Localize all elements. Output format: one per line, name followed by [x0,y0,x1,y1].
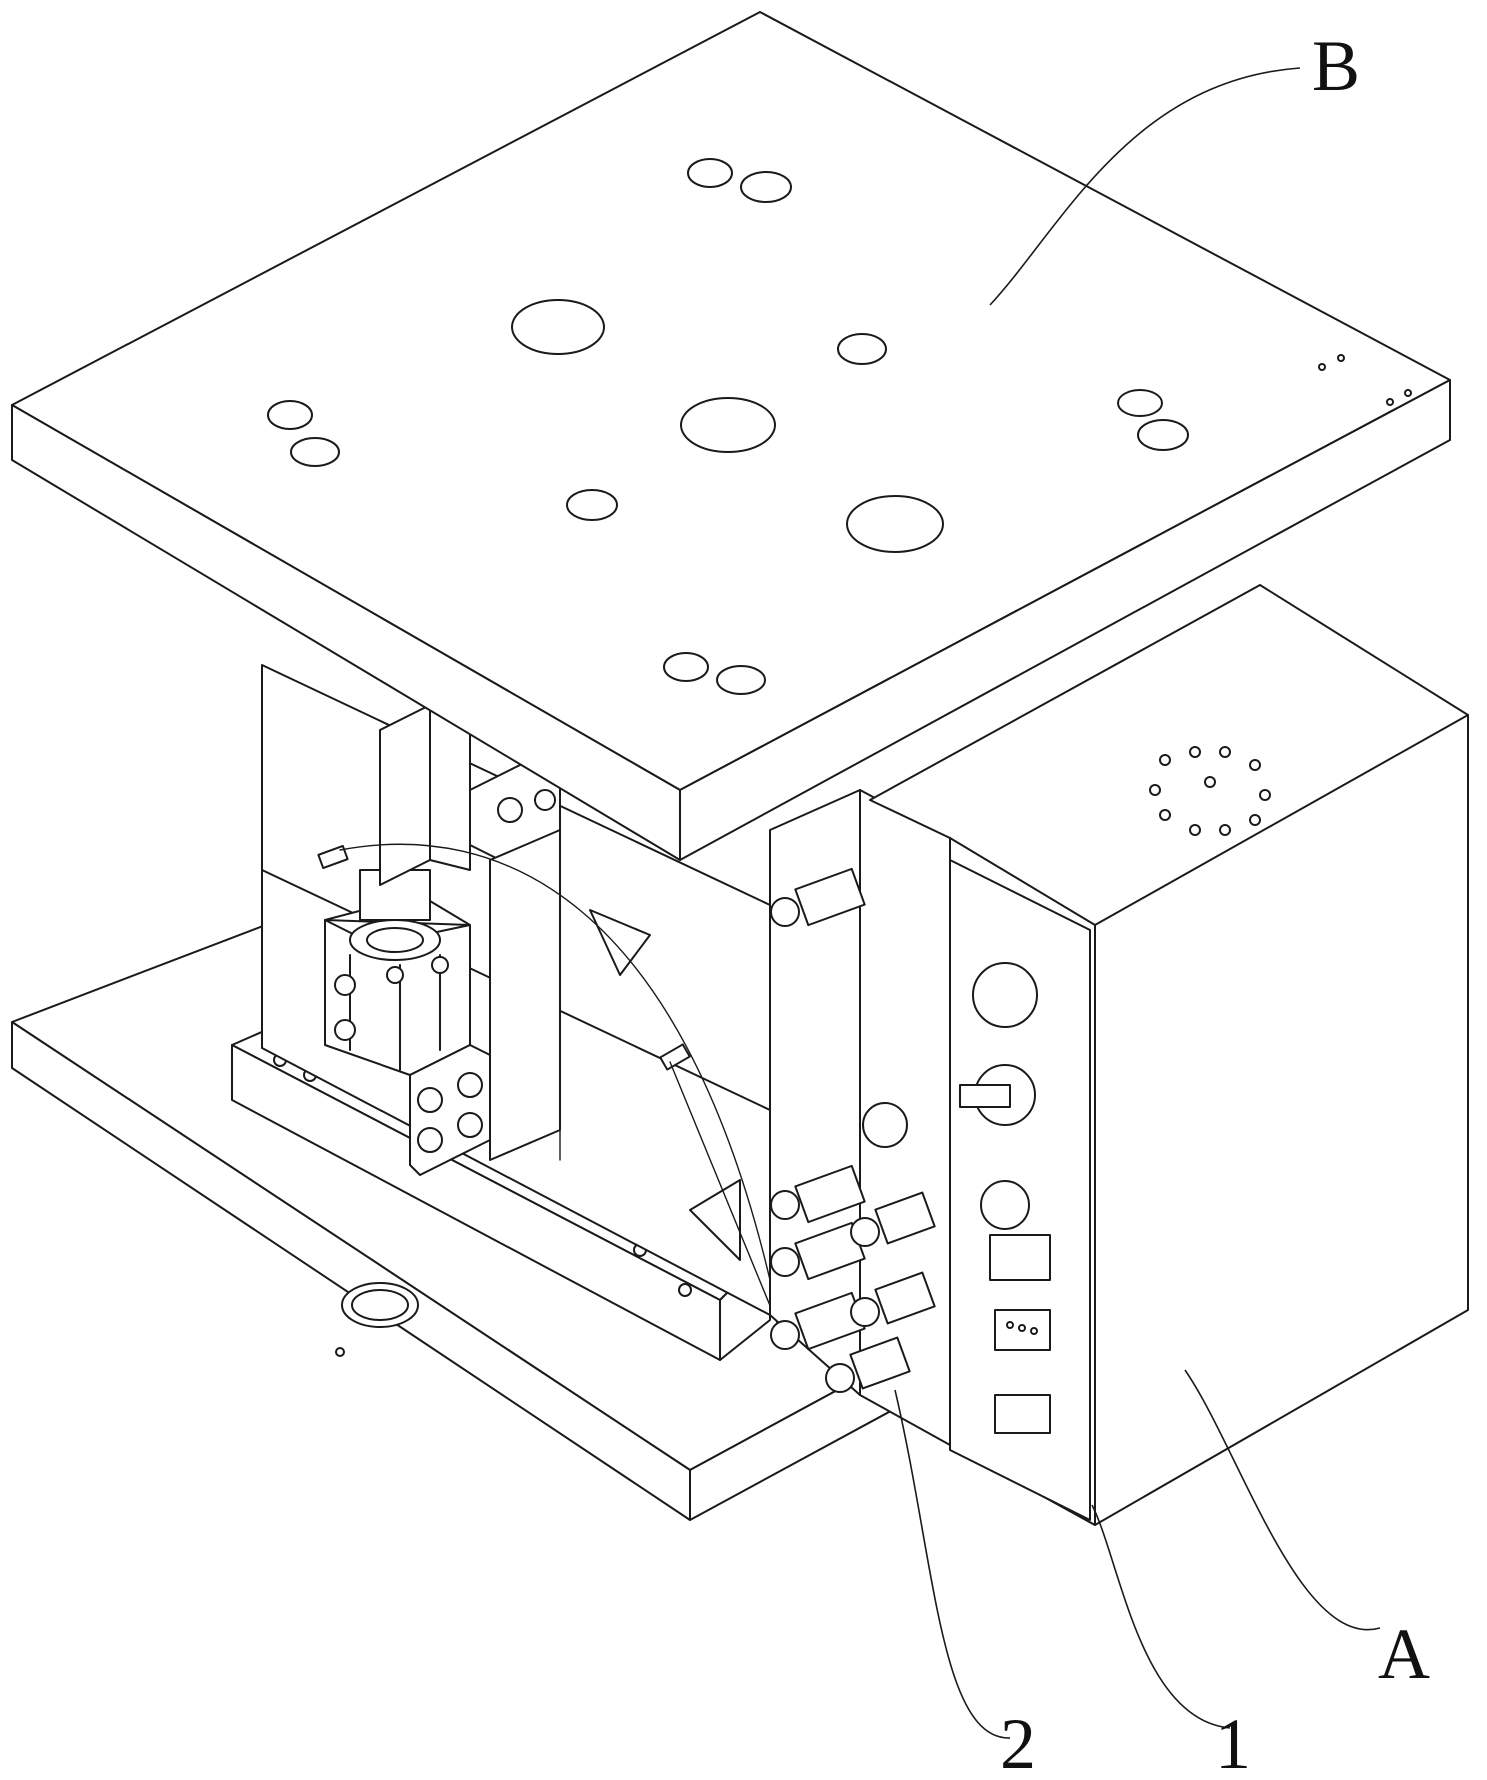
callout-a: A [1378,1614,1430,1694]
manifold-plate-2 [769,789,951,1446]
leader-b [989,67,1301,306]
callout-b: B [1312,26,1360,106]
callout-2: 2 [1000,1704,1036,1780]
top-plate-b [11,11,1451,861]
leader-lines [894,67,1381,1739]
vent-holes [1149,746,1271,836]
leader-2 [894,1389,1011,1739]
leader-a [1184,1369,1381,1631]
control-panel-1 [949,859,1091,1521]
air-cylinder [324,869,491,1176]
top-plate-holes [267,158,1412,695]
leader-1 [1091,1504,1231,1729]
fitting-row [770,867,936,1393]
callout-1: 1 [1215,1704,1251,1780]
slide-lifter [317,704,781,1331]
